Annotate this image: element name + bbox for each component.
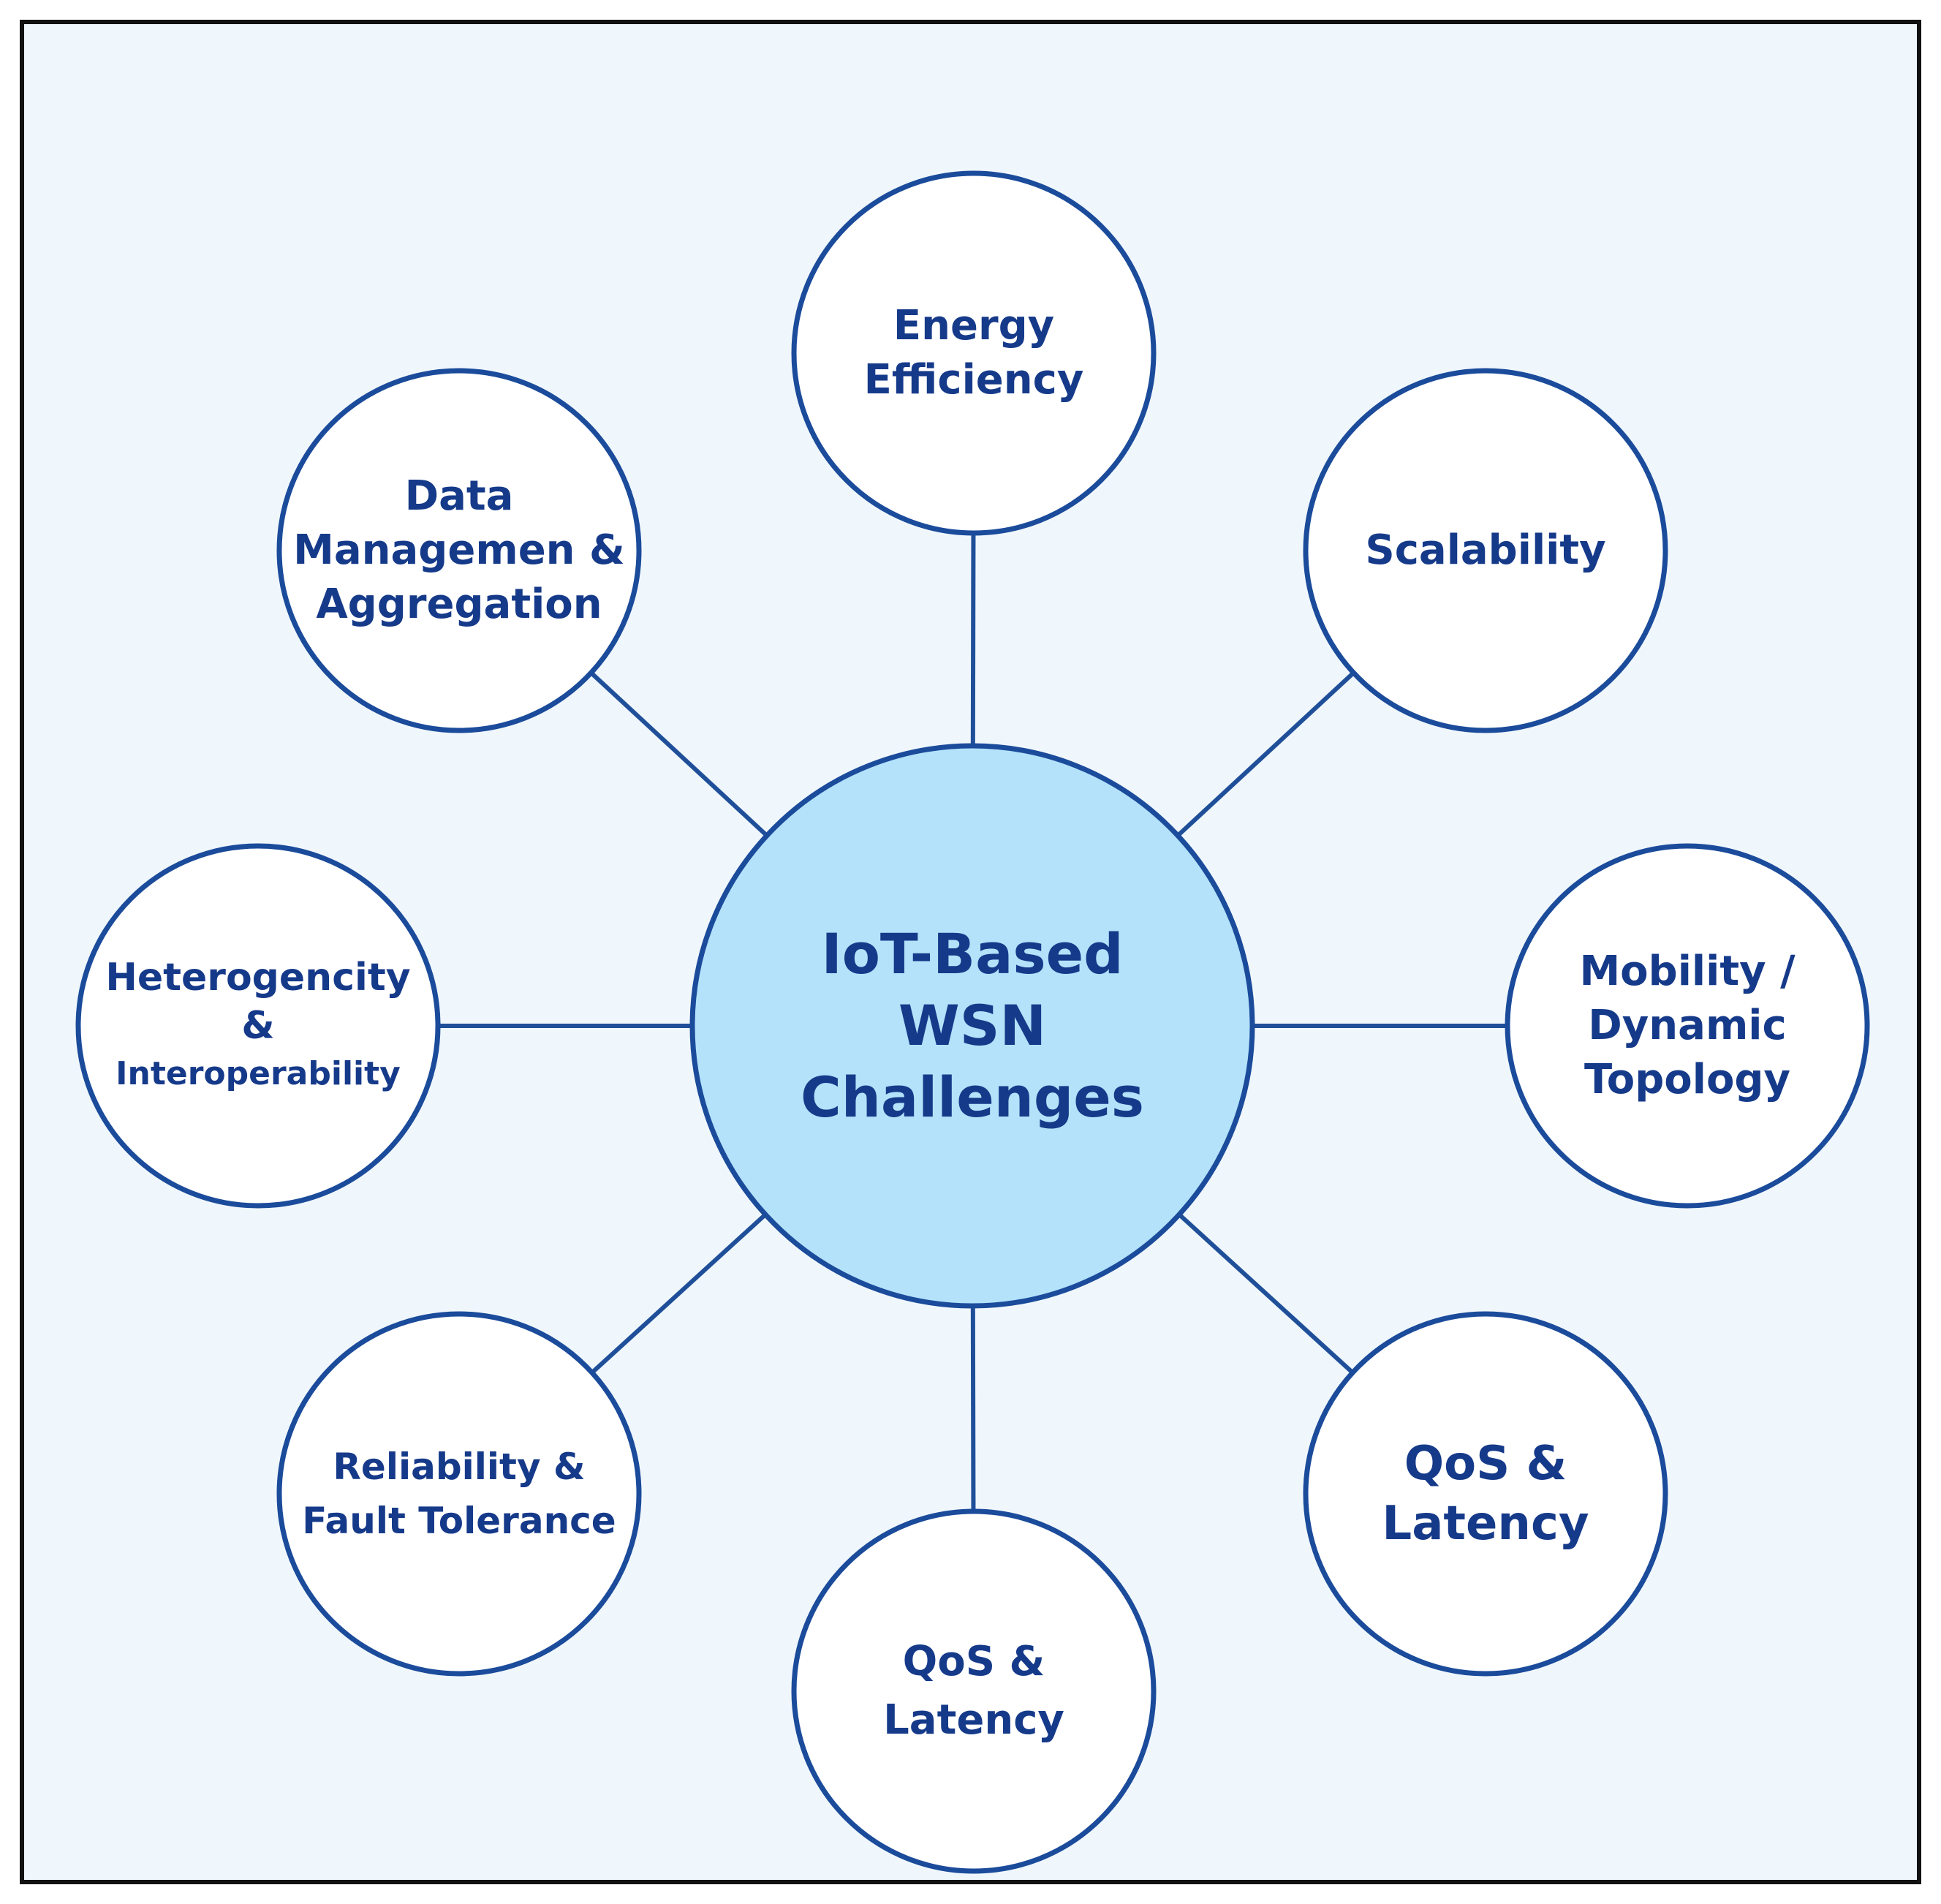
node-circle-energy-efficiency: [791, 170, 1157, 536]
node-label-line: QoS &: [1404, 1437, 1567, 1491]
node-label-scalability: Scalability: [1365, 524, 1605, 578]
hub-label-line: IoT-Based: [821, 921, 1124, 986]
node-label-line: Dynamic: [1588, 1002, 1787, 1049]
node-label-line: Energy: [893, 302, 1055, 350]
node-circles: [75, 170, 1870, 1874]
node-label-energy-efficiency: Energy Efficiency: [864, 299, 1084, 407]
node-label-line: Scalability: [1365, 526, 1606, 574]
node-label-line: Heterogencity: [105, 956, 411, 1000]
node-label-line: Interoperability: [116, 1055, 401, 1092]
node-circle-mobility-dynamic-topology: [1505, 843, 1870, 1209]
node-label-mobility-dynamic-topology: Mobility / Dynamic Topology: [1579, 945, 1795, 1107]
node-label-line: Reliability &: [333, 1446, 586, 1488]
hub-label: IoT-Based WSN Challenges: [801, 918, 1144, 1133]
node-label-line: Topology: [1584, 1056, 1791, 1103]
node-circle-data-management-aggregation: [276, 368, 642, 733]
connector-line-data-management-aggregation: [589, 670, 769, 837]
connector-line-energy-efficiency: [970, 532, 976, 747]
node-label-line: Mobility /: [1579, 948, 1796, 995]
hub-label-line: WSN: [898, 993, 1047, 1058]
node-label-line: Aggregation: [316, 581, 602, 628]
node-label-qos-latency-right: QoS & Latency: [1382, 1434, 1589, 1554]
connector-line-reliability-fault-tolerance: [590, 1212, 767, 1375]
node-label-line: Managemen &: [293, 526, 625, 574]
node-circle-qos-latency-right: [1303, 1311, 1668, 1677]
node-label-line: Fault Tolerance: [302, 1500, 616, 1542]
node-circle-heterogeneity-interoperability: [75, 843, 441, 1209]
node-label-line: &: [241, 1004, 275, 1048]
node-circle-scalability: [1303, 368, 1668, 733]
node-label-data-management-aggregation: Data Managemen & Aggregation: [293, 469, 625, 632]
node-label-line: Data: [404, 472, 514, 520]
node-label-reliability-fault-tolerance: Reliability & Fault Tolerance: [302, 1440, 616, 1548]
node-label-heterogeneity-interoperability: Heterogencity & Interoperability: [105, 953, 410, 1098]
node-circle-reliability-fault-tolerance: [276, 1311, 642, 1677]
node-circle-qos-latency-bottom: [791, 1508, 1157, 1874]
connector-line-qos-latency-bottom: [970, 1305, 976, 1512]
node-label-line: Latency: [883, 1696, 1064, 1744]
node-label-line: Latency: [1382, 1497, 1589, 1551]
node-label-line: QoS &: [902, 1638, 1045, 1685]
node-label-qos-latency-bottom: QoS & Latency: [883, 1633, 1064, 1750]
hub-circle: [689, 743, 1255, 1309]
connector-line-scalability: [1176, 670, 1355, 837]
connector-line-qos-latency-right: [1178, 1212, 1355, 1375]
connector-lines: [438, 532, 1507, 1512]
node-label-line: Efficiency: [863, 356, 1084, 404]
hub-label-line: Challenges: [800, 1065, 1145, 1130]
